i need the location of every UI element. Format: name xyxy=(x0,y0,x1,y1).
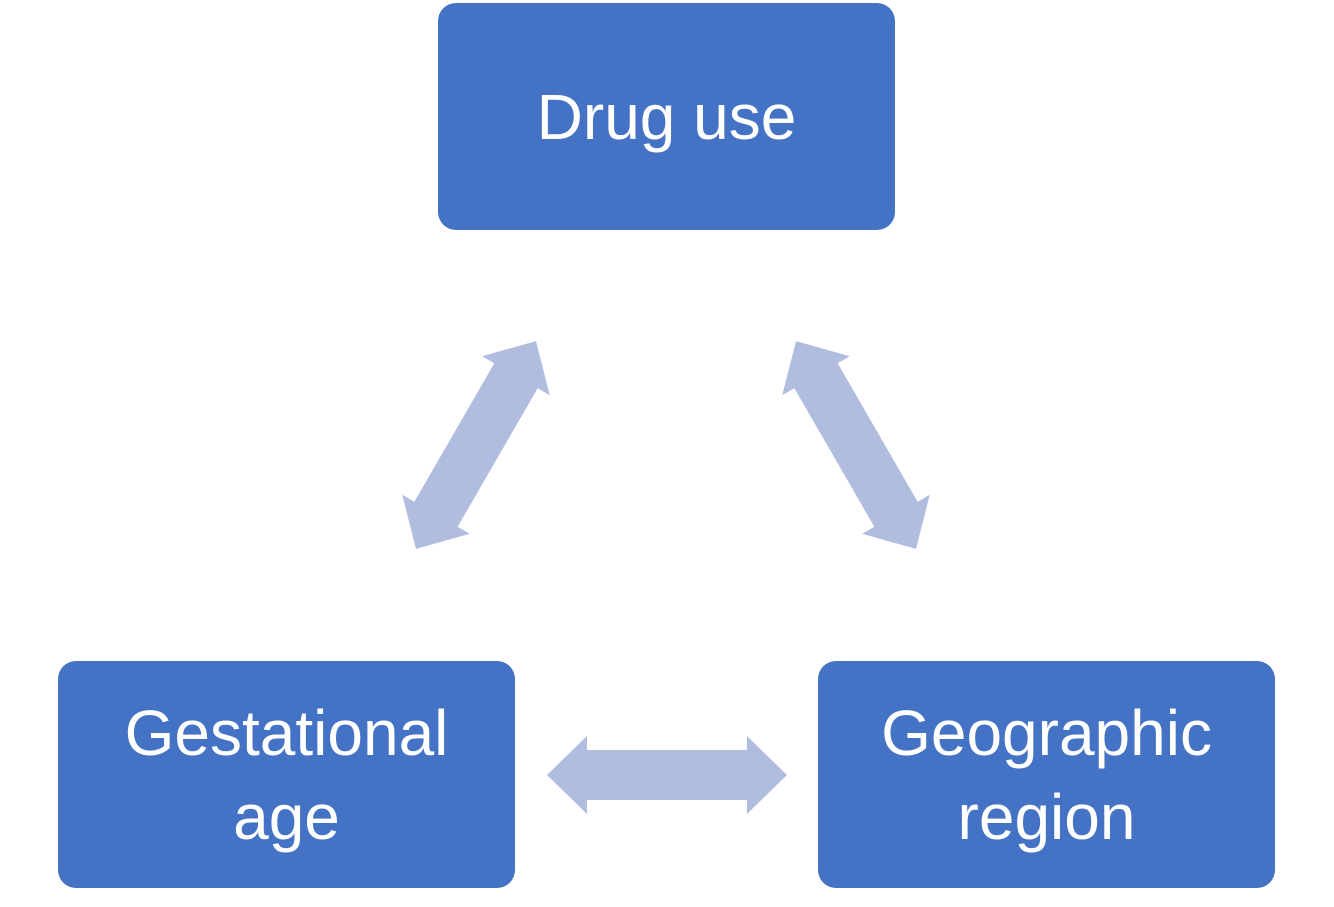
node-label: Drug use xyxy=(536,80,797,153)
node-geographic-region: Geographic region xyxy=(818,661,1275,888)
arrow-drug-use-gestational-age xyxy=(382,321,570,569)
node-label: Geographic region xyxy=(881,696,1212,853)
arrow-drug-use-geographic-region xyxy=(762,321,950,569)
node-drug-use: Drug use xyxy=(438,3,895,230)
node-gestational-age: Gestational age xyxy=(58,661,515,888)
arrow-gestational-age-geographic-region xyxy=(547,736,787,814)
node-label: Gestational age xyxy=(124,696,449,853)
